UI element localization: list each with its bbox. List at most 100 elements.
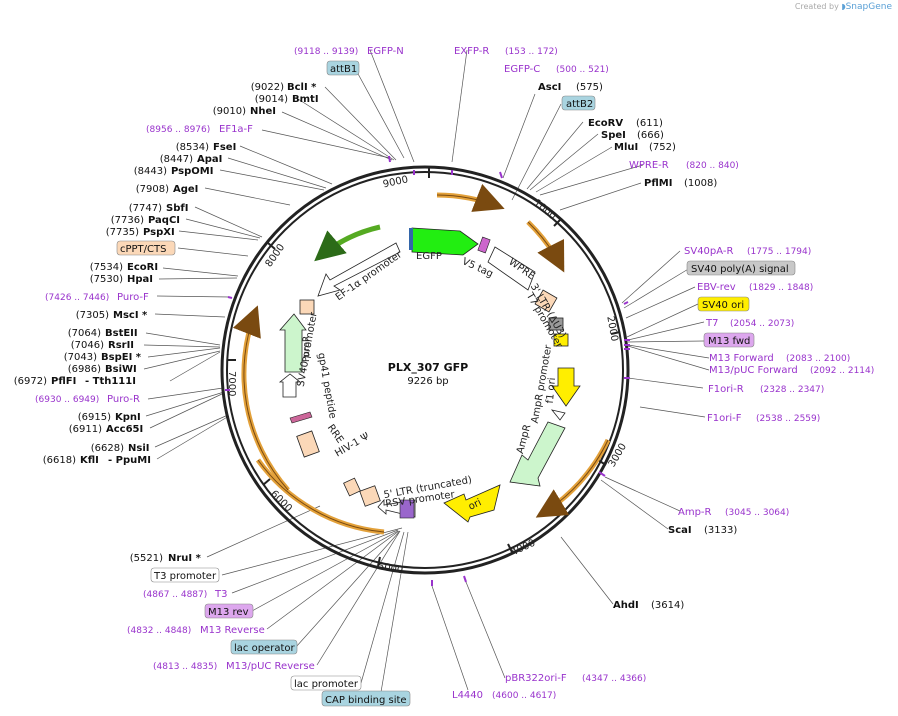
site-kpni-pos: (6915) [78, 412, 111, 423]
site-bcli-pos: (9022) [251, 82, 284, 93]
primer-pbr322: pBR322ori-F [505, 673, 567, 684]
tick-label: 2000 [604, 315, 619, 342]
tick-label: 1000 [531, 198, 558, 223]
site-mlui-pos: (752) [649, 142, 676, 153]
cap-site-label-box [321, 690, 411, 707]
cppt-box [299, 299, 315, 315]
primer-ef1a-f-range: (8956 .. 8976) [146, 125, 210, 135]
site-bmti: BmtI [292, 94, 319, 105]
primer-f1ori-r: F1ori-R [708, 384, 744, 395]
primer-wpre-r-range: (820 .. 840) [686, 161, 739, 171]
features [278, 227, 581, 523]
site-sbfi-pos: (7747) [129, 203, 162, 214]
sv40-ori-label-box [697, 296, 750, 312]
site-paqci: PaqCI [148, 215, 180, 226]
restriction-sites-right: AscI (575) EcoRV (611) SpeI (666) MluI (… [538, 82, 737, 611]
site-kfli-pos: (6618) [43, 455, 76, 466]
site-paqci-pos: (7736) [111, 215, 144, 226]
primer-puro-f: Puro-F [117, 292, 149, 303]
site-rsrii-pos: (7046) [71, 340, 104, 351]
plasmid-length: 9226 bp [407, 376, 448, 387]
site-ppumi: - PpuMI [108, 455, 151, 466]
tick-label: 8000 [264, 242, 288, 269]
v5-tag-box [477, 236, 491, 254]
feature-rre: RRE [325, 423, 346, 446]
site-ecorv: EcoRV [588, 118, 623, 129]
lac-promoter-label-box [290, 675, 362, 691]
primer-m13puc-forward: M13/pUC Forward [709, 365, 798, 376]
primer-egfp-n: EGFP-N [367, 46, 404, 57]
orf-arc-cores [243, 194, 609, 533]
lac-operator-label: lac operator [234, 643, 295, 654]
site-pspxi: PspXI [143, 227, 175, 238]
primer-l4440-range: (4600 .. 4617) [492, 691, 556, 701]
attb1-box [326, 60, 360, 76]
site-bspei: BspEI * [101, 352, 142, 363]
feature-egfp: EGFP [416, 251, 442, 262]
site-mlui: MluI [614, 142, 638, 153]
site-bspei-pos: (7043) [64, 352, 97, 363]
branding-brand: SnapGene [845, 2, 892, 12]
orf-arc [436, 183, 505, 212]
primer-t7: T7 [705, 318, 718, 329]
primer-m13puc-reverse-range: (4813 .. 4835) [153, 662, 217, 672]
sv40-promoter-arrow [278, 373, 302, 398]
ampr-arrow [509, 421, 566, 487]
site-scai-pos: (3133) [704, 525, 737, 536]
site-nrui-pos: (5521) [130, 553, 163, 564]
primer-t7-range: (2054 .. 2073) [730, 319, 794, 329]
tick-label: 7000 [226, 371, 237, 396]
tick-marks [227, 168, 621, 567]
site-msci: MscI * [113, 310, 148, 321]
rre-box [296, 430, 320, 458]
site-nhei: NheI [250, 106, 276, 117]
site-pflmi: PflMI [644, 178, 672, 189]
primer-puro-r-range: (6930 .. 6949) [35, 395, 99, 405]
primer-exfp-r: EXFP-R [454, 46, 489, 57]
primer-m13-reverse: M13 Reverse [200, 625, 265, 636]
primer-ebv-rev-range: (1829 .. 1848) [749, 283, 813, 293]
site-ecori: EcoRI [127, 262, 158, 273]
site-bsiwi-pos: (6986) [68, 364, 101, 375]
t3-promoter-label-box [150, 567, 220, 583]
primer-l4440: L4440 [452, 690, 483, 701]
ltr5-box [399, 499, 415, 519]
primer-labels: (9118 .. 9139) EGFP-N EXFP-R (153 .. 172… [35, 46, 874, 701]
primer-m13puc-forward-range: (2092 .. 2114) [810, 366, 874, 376]
attb2-label: attB2 [566, 99, 593, 110]
site-apai-pos: (8447) [160, 154, 193, 165]
f1-ori-arrow [551, 367, 581, 407]
site-bsiwi: BsiWI [105, 364, 137, 375]
primer-ef1a-f: EF1a-F [219, 124, 253, 135]
site-fsei-pos: (8534) [176, 142, 209, 153]
site-ahdi: AhdI [613, 600, 639, 611]
site-acc65i-pos: (6911) [69, 424, 102, 435]
site-msci-pos: (7305) [76, 310, 109, 321]
site-ahdi-pos: (3614) [651, 600, 684, 611]
primer-puro-f-range: (7426 .. 7446) [45, 293, 109, 303]
ampr-promoter-arrow [550, 409, 566, 421]
hiv-psi-box-2 [343, 477, 361, 497]
primer-m13-reverse-range: (4832 .. 4848) [127, 626, 191, 636]
sv40-ori-label: SV40 ori [702, 300, 744, 311]
site-spei: SpeI [601, 130, 626, 141]
cppt-label: cPPT/CTS [120, 244, 166, 255]
boxed-labels: attB1 attB2 cPPT/CTS SV40 poly(A) signal… [116, 60, 796, 707]
site-ecori-pos: (7534) [90, 262, 123, 273]
tick-label: 5000 [377, 561, 404, 576]
feature-ampr: AmpR [515, 423, 533, 455]
ef1a-orf-arc [314, 224, 381, 262]
branding-created-by: Created by [794, 2, 839, 11]
m13-rev-label-box [204, 603, 254, 619]
primer-m13-forward-range: (2083 .. 2100) [786, 354, 850, 364]
feature-puror: PuroR [302, 336, 312, 362]
site-pflmi-pos: (1008) [684, 178, 717, 189]
site-agei-pos: (7908) [136, 184, 169, 195]
backbone-inner [226, 171, 624, 569]
wpre-box [487, 246, 536, 291]
tick-label: 9000 [382, 174, 409, 190]
site-hpai: HpaI [127, 274, 153, 285]
site-ecorv-pos: (611) [636, 118, 663, 129]
primer-pbr322-range: (4347 .. 4366) [582, 674, 646, 684]
primer-m13-forward: M13 Forward [709, 353, 774, 364]
